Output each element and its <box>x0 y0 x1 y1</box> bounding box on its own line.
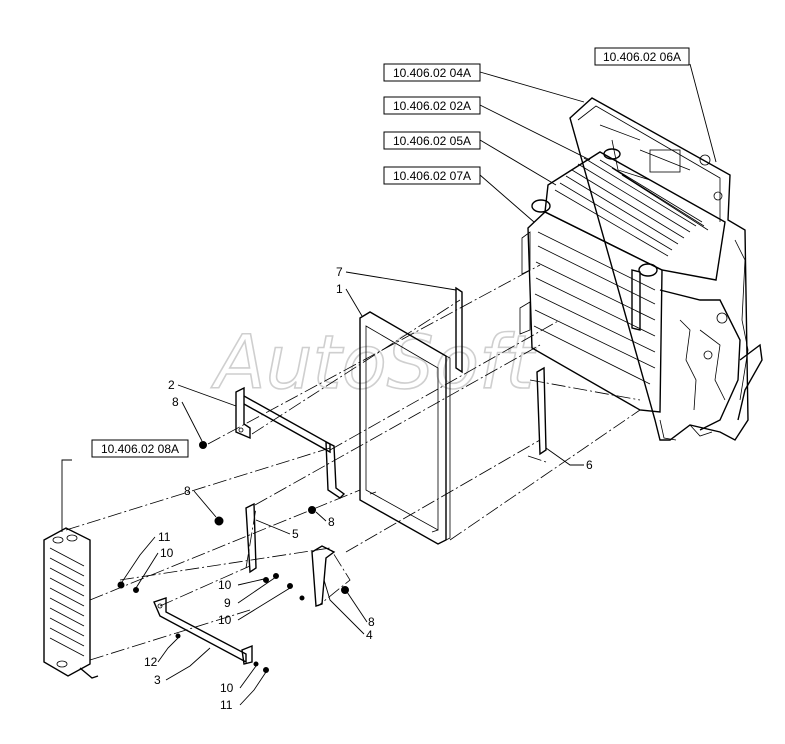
part-3-rail <box>153 597 253 665</box>
callout-8[interactable]: 8 <box>328 515 335 529</box>
part-4-bracket <box>311 545 336 607</box>
callout-8[interactable]: 8 <box>172 395 179 409</box>
cooling-package-assembly <box>519 97 763 441</box>
callout-leaders <box>121 271 584 706</box>
callout-8[interactable]: 8 <box>184 484 191 498</box>
reference-label: 10.406.02 07A <box>393 169 471 183</box>
fasteners <box>117 441 349 673</box>
callout-4[interactable]: 4 <box>366 628 373 642</box>
callout-1[interactable]: 1 <box>336 282 343 296</box>
callout-9[interactable]: 9 <box>224 596 231 610</box>
part-1-panel <box>359 311 451 545</box>
callout-11[interactable]: 11 <box>220 698 233 712</box>
reference-label: 10.406.02 04A <box>393 66 471 80</box>
reference-box-07A[interactable]: 10.406.02 07A <box>383 166 481 185</box>
reference-box-08A[interactable]: 10.406.02 08A <box>91 439 189 458</box>
assembly-lines <box>65 264 641 661</box>
reference-label: 10.406.02 08A <box>101 442 179 456</box>
callout-2[interactable]: 2 <box>168 378 175 392</box>
callout-6[interactable]: 6 <box>586 458 593 472</box>
callout-10[interactable]: 10 <box>220 681 234 695</box>
callout-numbers: 7 1 2 8 8 8 5 6 11 10 10 9 10 8 4 12 3 1… <box>144 265 593 712</box>
callout-3[interactable]: 3 <box>154 673 161 687</box>
reference-label: 10.406.02 06A <box>603 50 681 64</box>
callout-10[interactable]: 10 <box>218 578 232 592</box>
reference-box-04A[interactable]: 10.406.02 04A <box>383 63 481 82</box>
oil-cooler <box>43 527 99 679</box>
callout-10[interactable]: 10 <box>218 613 232 627</box>
callout-5[interactable]: 5 <box>292 527 299 541</box>
callout-10[interactable]: 10 <box>160 546 174 560</box>
reference-box-06A[interactable]: 10.406.02 06A <box>594 47 690 66</box>
reference-box-05A[interactable]: 10.406.02 05A <box>383 131 481 150</box>
reference-leaders <box>61 63 717 532</box>
watermark: AutoSoft <box>211 320 537 406</box>
callout-12[interactable]: 12 <box>144 655 158 669</box>
callout-11[interactable]: 11 <box>158 530 171 544</box>
reference-label: 10.406.02 02A <box>393 99 471 113</box>
reference-label: 10.406.02 05A <box>393 134 471 148</box>
part-7-seal <box>455 286 463 374</box>
reference-box-02A[interactable]: 10.406.02 02A <box>383 96 481 115</box>
callout-7[interactable]: 7 <box>336 265 343 279</box>
callout-8[interactable]: 8 <box>368 615 375 629</box>
part-6-seal <box>536 366 547 456</box>
